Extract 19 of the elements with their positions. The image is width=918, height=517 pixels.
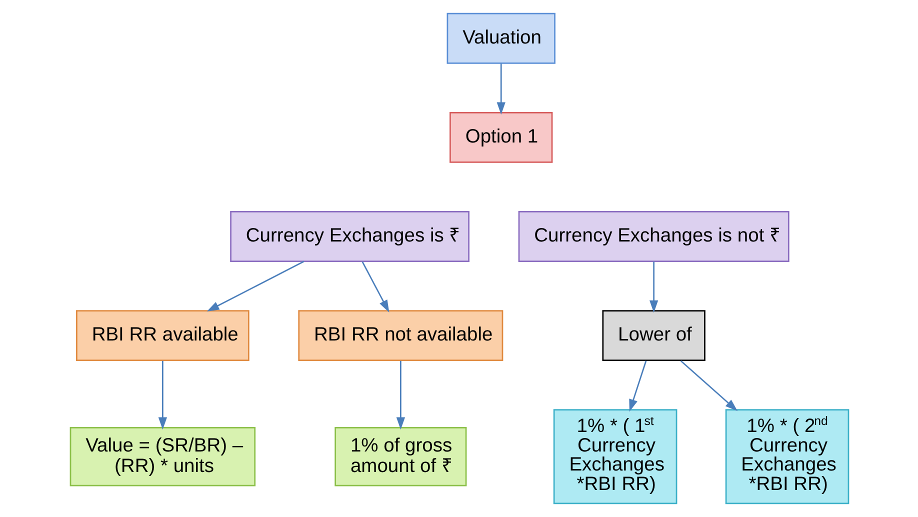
node-box: Currency Exchanges is ₹	[230, 211, 469, 262]
arrow	[396, 360, 405, 430]
node-box: 1% * ( 2$^{nd}$ Currency Exchanges *RBI RR)	[724, 409, 849, 504]
arrow	[680, 360, 738, 412]
node-box: Value = (SR/BR) – (RR) * units	[69, 427, 256, 486]
node-box: RBI RR available	[76, 310, 249, 361]
node-box: 1% of gross amount of ₹	[334, 427, 466, 486]
node-box: Currency Exchanges is not ₹	[518, 211, 789, 262]
arrow	[628, 360, 646, 412]
arrow	[648, 262, 658, 313]
node-box: 1% * ( 1$^{st}$ Currency Exchanges *RBI RR)	[552, 409, 677, 504]
arrow	[158, 360, 167, 430]
arrow	[206, 260, 304, 312]
node-box: RBI RR not available	[298, 310, 503, 361]
arrow	[361, 261, 389, 312]
arrow	[496, 64, 505, 115]
node-box: Lower of	[602, 310, 705, 361]
node-box: Valuation	[446, 12, 555, 64]
node-box: Option 1	[449, 112, 552, 163]
